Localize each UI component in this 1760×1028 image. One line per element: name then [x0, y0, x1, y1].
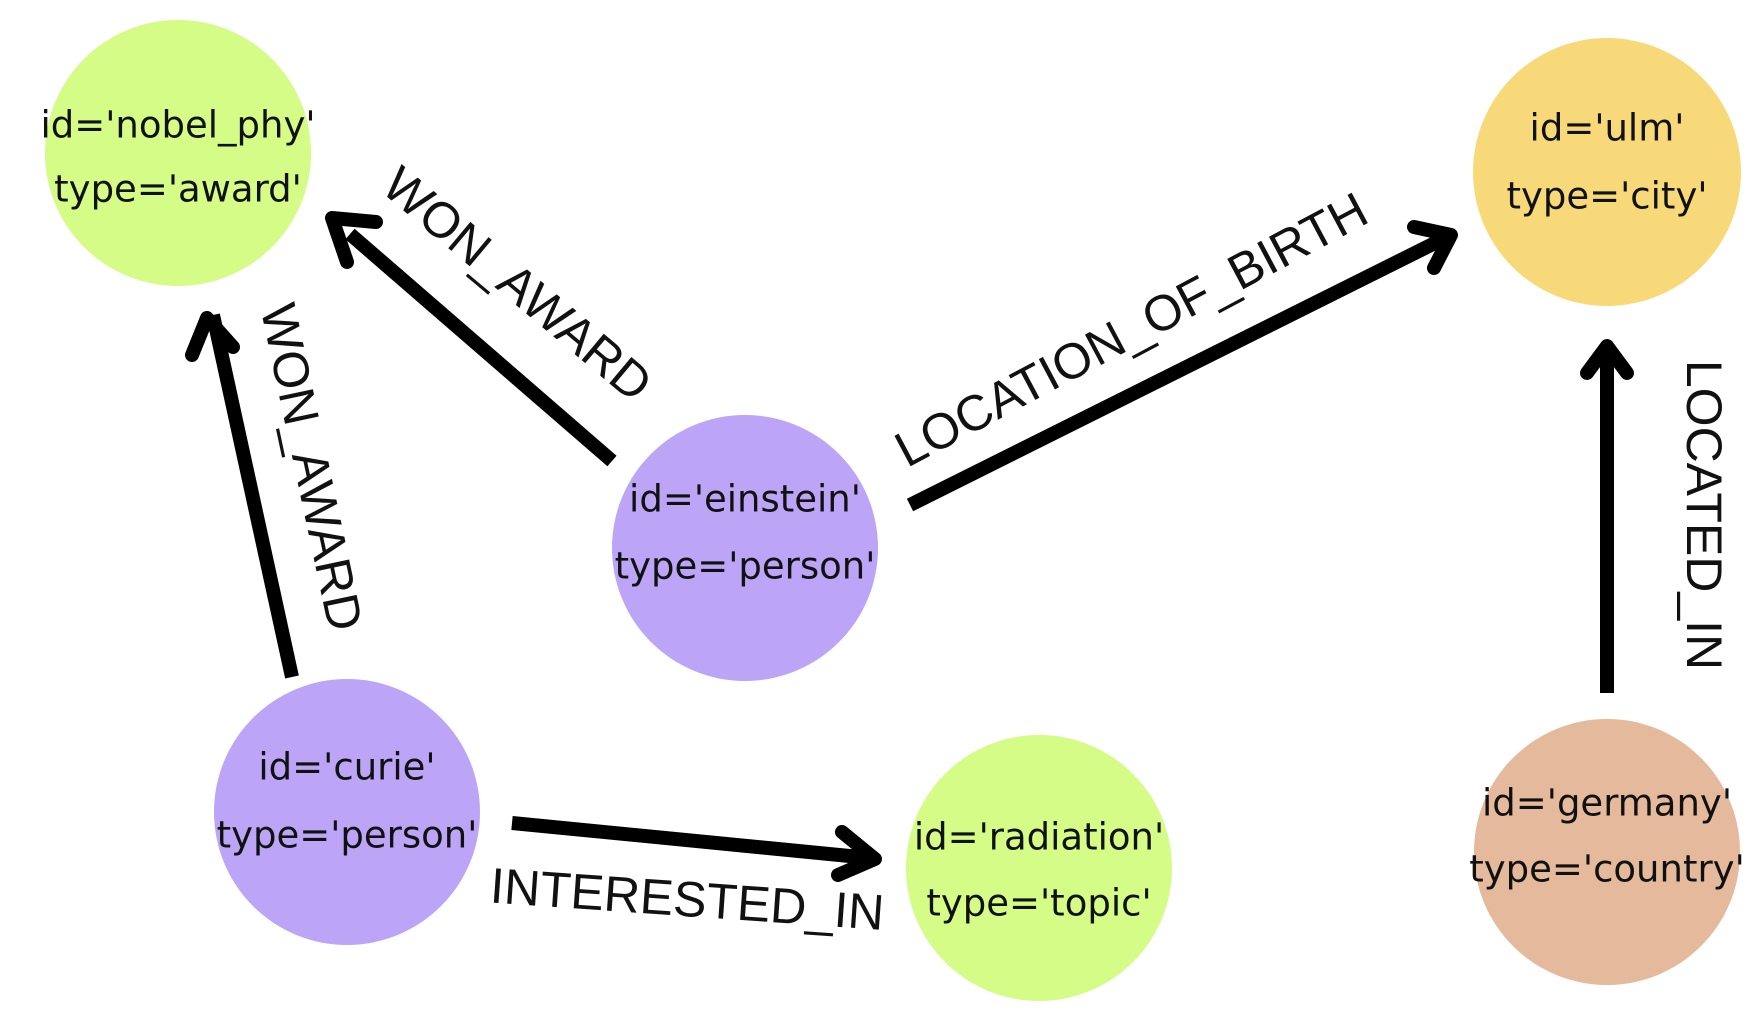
- edge-line: [906, 231, 1449, 512]
- node-circle: [45, 20, 311, 286]
- node-circle: [214, 679, 480, 945]
- edge-label-germany-located-in: LOCATED_IN: [1676, 360, 1732, 670]
- node-id-label: id='einstein': [629, 478, 861, 521]
- edge-curie-won-award: WON_AWARD: [185, 299, 374, 679]
- node-type-label: type='country': [1469, 848, 1745, 891]
- node-circle: [906, 735, 1172, 1001]
- arrowhead-icon: [325, 211, 383, 269]
- arrowhead-icon: [1580, 339, 1634, 380]
- node-circle: [1473, 38, 1741, 306]
- node-curie: id='curie' type='person': [214, 679, 480, 945]
- node-einstein: id='einstein' type='person': [612, 415, 878, 681]
- node-id-label: id='nobel_phy': [40, 104, 315, 147]
- edge-einstein-won-award: WON_AWARD: [325, 156, 663, 467]
- edge-curie-interested-in: INTERESTED_IN: [489, 816, 886, 941]
- node-ulm: id='ulm' type='city': [1473, 38, 1741, 306]
- node-circle: [1474, 719, 1740, 985]
- node-id-label: id='curie': [258, 746, 435, 789]
- node-type-label: type='city': [1506, 175, 1707, 218]
- node-type-label: type='person': [615, 545, 876, 588]
- edge-line: [345, 228, 617, 467]
- edge-line: [511, 816, 871, 865]
- edge-label-curie-interested-in: INTERESTED_IN: [489, 858, 886, 941]
- node-nobel-phy: id='nobel_phy' type='award': [40, 20, 316, 286]
- node-type-label: type='person': [217, 814, 478, 857]
- node-germany: id='germany' type='country': [1469, 719, 1745, 985]
- arrowhead-icon: [185, 311, 240, 362]
- node-id-label: id='germany': [1482, 782, 1732, 825]
- node-type-label: type='topic': [926, 882, 1151, 925]
- edge-label-einstein-location-of-birth: LOCATION_OF_BIRTH: [886, 181, 1377, 477]
- arrowhead-icon: [1407, 220, 1458, 275]
- node-type-label: type='award': [54, 168, 302, 211]
- arrowhead-icon: [831, 825, 882, 882]
- node-radiation: id='radiation' type='topic': [906, 735, 1172, 1001]
- edge-germany-located-in: LOCATED_IN: [1580, 339, 1732, 693]
- node-circle: [612, 415, 878, 681]
- edge-line: [206, 313, 299, 679]
- node-id-label: id='ulm': [1530, 107, 1685, 150]
- node-id-label: id='radiation': [914, 816, 1164, 859]
- edge-einstein-location-of-birth: LOCATION_OF_BIRTH: [886, 181, 1458, 512]
